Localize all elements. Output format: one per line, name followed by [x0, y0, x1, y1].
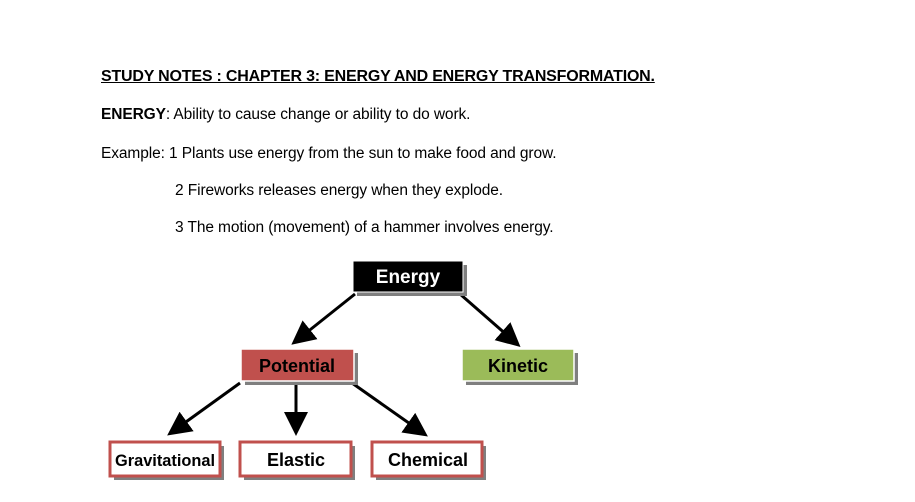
- example-item: 3 The motion (movement) of a hammer invo…: [175, 219, 554, 236]
- diagram-arrows: [167, 292, 521, 437]
- definition-text: : Ability to cause change or ability to …: [165, 106, 471, 123]
- node-potential: Potential: [240, 348, 358, 385]
- example-item: 1 Plants use energy from the sun to make…: [169, 145, 557, 162]
- node-chemical: Chemical: [370, 440, 486, 480]
- node-energy-label: Energy: [376, 267, 441, 288]
- node-gravitational-label: Gravitational: [115, 451, 215, 470]
- node-potential-label: Potential: [259, 356, 335, 376]
- node-chemical-label: Chemical: [388, 450, 468, 470]
- arrow-energy-to-kinetic: [459, 292, 521, 347]
- energy-definition: ENERGY: Ability to cause change or abili…: [101, 106, 470, 124]
- arrow-potential-to-chemical: [351, 381, 428, 437]
- arrow-potential-to-gravitational: [167, 381, 241, 436]
- example-line-3: 3 The motion (movement) of a hammer invo…: [175, 219, 554, 237]
- page-title: STUDY NOTES : CHAPTER 3: ENERGY AND ENER…: [101, 68, 655, 85]
- node-elastic-label: Elastic: [267, 450, 325, 470]
- node-kinetic-label: Kinetic: [488, 356, 548, 376]
- definition-term: ENERGY: [101, 106, 166, 123]
- node-gravitational: Gravitational: [108, 440, 224, 480]
- example-label: Example:: [101, 145, 170, 162]
- node-elastic: Elastic: [238, 440, 355, 480]
- arrow-energy-to-potential: [291, 292, 356, 345]
- example-line-1: Example: 1 Plants use energy from the su…: [101, 145, 557, 163]
- node-kinetic: Kinetic: [461, 348, 578, 385]
- node-energy: Energy: [352, 260, 467, 296]
- example-item: 2 Fireworks releases energy when they ex…: [175, 182, 503, 199]
- example-line-2: 2 Fireworks releases energy when they ex…: [175, 182, 503, 200]
